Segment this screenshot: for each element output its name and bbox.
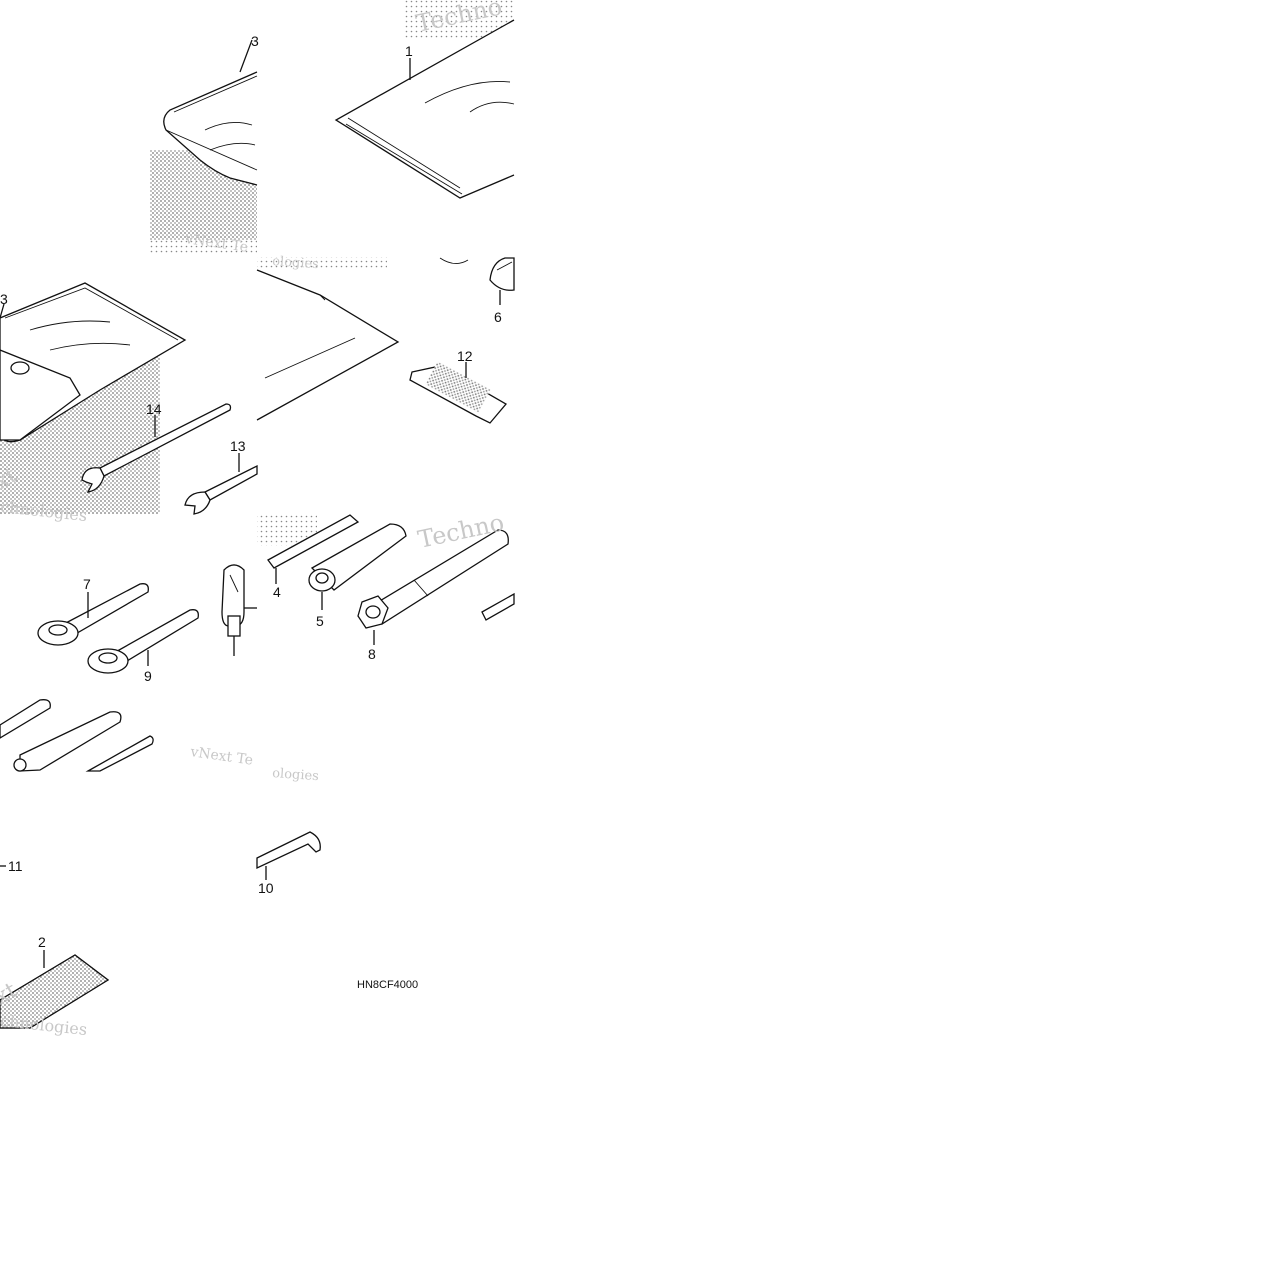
- callout-3-left: 3: [0, 291, 8, 307]
- callout-14: 14: [146, 401, 162, 417]
- pliers: [0, 699, 51, 739]
- halftone-shading: [257, 257, 387, 269]
- callout-9: 9: [144, 668, 152, 684]
- screwdriver-4: [267, 514, 360, 569]
- watermark-text: ologies: [272, 254, 320, 272]
- watermark-text: ologies: [272, 766, 320, 784]
- callout-8: 8: [368, 646, 376, 662]
- callout-1: 1: [405, 43, 413, 59]
- tile-top-middle: [334, 0, 515, 199]
- tool-bag-lower: [256, 269, 400, 421]
- open-end-wrench-14: [99, 403, 232, 477]
- tile-lower-left: [0, 564, 257, 772]
- open-end-wrench-13: [204, 464, 258, 501]
- callout-13: 13: [230, 438, 246, 454]
- callout-10: 10: [258, 880, 274, 896]
- callout-3-top: 3: [251, 33, 259, 49]
- callout-7: 7: [83, 576, 91, 592]
- callout-11: 11: [8, 858, 23, 874]
- callout-6: 6: [494, 309, 502, 325]
- halftone-shading: [150, 240, 257, 255]
- tool-bag-pouch: [163, 71, 258, 186]
- watermark-text: vNext Te: [188, 744, 254, 769]
- spark-plug-cap-6: [489, 257, 515, 291]
- spark-plug-socket-5: [310, 523, 407, 591]
- tile-top-left: [150, 39, 258, 255]
- watermark-text: chnologies: [0, 1011, 88, 1039]
- callout-5: 5: [316, 613, 324, 629]
- callout-12: 12: [457, 348, 473, 364]
- callout-2: 2: [38, 934, 46, 950]
- tile-bottom-left: [0, 865, 110, 1029]
- box-wrench-9: [110, 609, 199, 665]
- tool-bag-flat: [334, 19, 515, 199]
- tile-middle-left: [0, 282, 258, 515]
- diagram-code: HN8CF4000: [357, 979, 418, 991]
- socket-wrench-8: [366, 529, 509, 625]
- hex-key-10: [256, 831, 321, 870]
- callout-4: 4: [273, 584, 281, 600]
- tile-lower-middle: [257, 514, 515, 645]
- screwdriver-grip: [221, 564, 245, 627]
- bag-snap-button: [10, 361, 30, 375]
- tile-bottom-middle: [256, 831, 321, 880]
- leader-line: [239, 39, 253, 73]
- tile-middle-middle: [256, 257, 515, 424]
- box-wrench-7: [60, 583, 149, 637]
- extension-bar: [481, 592, 515, 621]
